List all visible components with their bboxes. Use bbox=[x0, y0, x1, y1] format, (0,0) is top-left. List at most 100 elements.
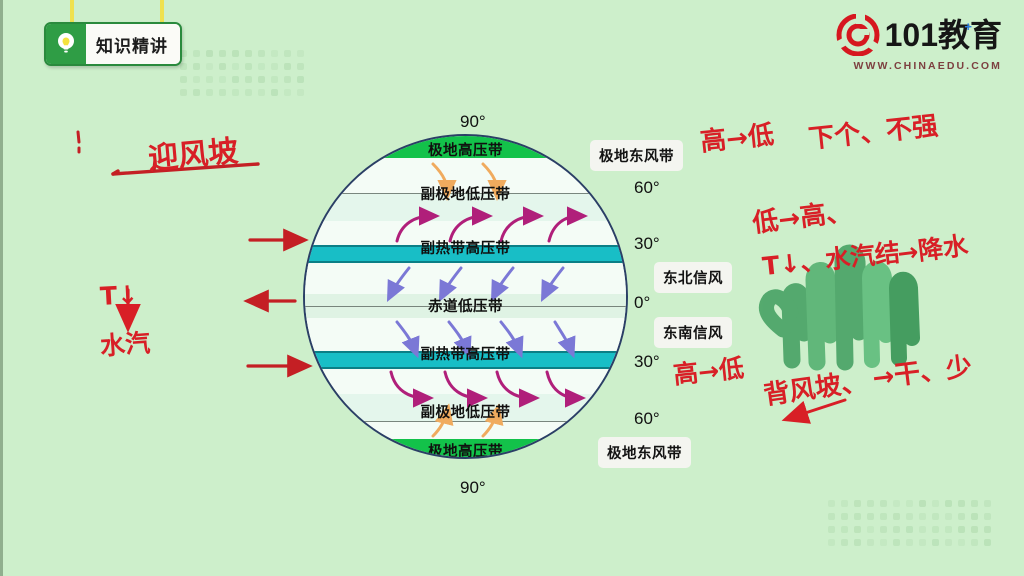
decoration-dot bbox=[284, 63, 291, 70]
label-subtropical-high-north: 副热带高压带 bbox=[305, 237, 626, 258]
decoration-dot bbox=[945, 500, 952, 507]
decoration-dot bbox=[958, 500, 965, 507]
decoration-dot bbox=[193, 89, 200, 96]
decoration-dot bbox=[854, 500, 861, 507]
wind-belt-southeast-trades: 东南信风 bbox=[654, 317, 732, 348]
decoration-dot bbox=[245, 63, 252, 70]
logo-url: WWW.CHINAEDU.COM bbox=[836, 60, 1002, 72]
decoration-dot bbox=[893, 539, 900, 546]
lat-tick-equator: 0° bbox=[634, 293, 650, 313]
annotation-windward-slope: 迎风坡 bbox=[146, 126, 239, 178]
decoration-dot bbox=[984, 526, 991, 533]
decoration-dot bbox=[206, 76, 213, 83]
decoration-dot bbox=[180, 89, 187, 96]
logo-brand-text: 101教育 + bbox=[885, 19, 1002, 51]
decoration-dot bbox=[271, 76, 278, 83]
decoration-dot bbox=[297, 63, 304, 70]
decoration-dot bbox=[219, 50, 226, 57]
brand-logo: 101教育 + WWW.CHINAEDU.COM bbox=[836, 14, 1002, 72]
decoration-dot bbox=[867, 500, 874, 507]
lat-tick-top-90: 90° bbox=[460, 112, 486, 132]
decoration-dot bbox=[945, 513, 952, 520]
annotation-leeward-slope: 背风坡、 bbox=[761, 361, 869, 412]
decoration-dot bbox=[984, 513, 991, 520]
decoration-dot bbox=[919, 539, 926, 546]
decoration-dot bbox=[867, 539, 874, 546]
decoration-dot bbox=[867, 526, 874, 533]
decoration-dot bbox=[206, 89, 213, 96]
label-subpolar-low-south: 副极地低压带 bbox=[305, 401, 626, 422]
annotation-to-precipitation: →降水 bbox=[895, 226, 970, 270]
decoration-dot bbox=[971, 526, 978, 533]
label-subtropical-high-south: 副热带高压带 bbox=[305, 343, 626, 364]
lat-tick-south-60: 60° bbox=[634, 409, 660, 429]
decoration-dot bbox=[284, 50, 291, 57]
annotation-water-vapor-left: 水汽 bbox=[99, 323, 151, 362]
annotation-descend-not-strong: 下个、不强 bbox=[806, 105, 939, 155]
label-subpolar-low-north: 副极地低压带 bbox=[305, 183, 626, 204]
decoration-dot bbox=[245, 89, 252, 96]
decoration-dot bbox=[232, 76, 239, 83]
decoration-dot bbox=[271, 63, 278, 70]
decoration-dot bbox=[219, 63, 226, 70]
annotation-low-to-high: 低→高、 bbox=[750, 191, 854, 240]
decoration-dot bbox=[232, 63, 239, 70]
band-filler-s2 bbox=[303, 369, 628, 394]
wind-belt-polar-easterlies-south: 极地东风带 bbox=[598, 437, 691, 468]
decoration-dot bbox=[958, 526, 965, 533]
decoration-dot bbox=[958, 513, 965, 520]
decoration-dot bbox=[297, 76, 304, 83]
decoration-dot bbox=[271, 89, 278, 96]
decoration-dot bbox=[180, 76, 187, 83]
badge-label: 知识精讲 bbox=[86, 24, 180, 64]
decoration-dot bbox=[854, 526, 861, 533]
decoration-dot bbox=[971, 500, 978, 507]
decoration-dot bbox=[932, 500, 939, 507]
annotation-high-to-low-mid: 高→低 bbox=[671, 348, 745, 391]
lat-tick-north-60: 60° bbox=[634, 178, 660, 198]
decoration-dot bbox=[932, 539, 939, 546]
annotation-dry-little: →干、少 bbox=[870, 346, 974, 395]
green-mountain-scribble bbox=[766, 253, 912, 362]
decoration-dot bbox=[841, 539, 848, 546]
decoration-dot bbox=[984, 539, 991, 546]
decoration-dot bbox=[284, 76, 291, 83]
badge-string-left bbox=[70, 0, 74, 24]
label-polar-high-north: 极地高压带 bbox=[305, 139, 626, 160]
decoration-dot bbox=[880, 539, 887, 546]
decoration-dot bbox=[971, 513, 978, 520]
decoration-dot bbox=[932, 526, 939, 533]
left-edge-strip bbox=[0, 0, 3, 576]
decoration-dot bbox=[206, 50, 213, 57]
decoration-dot bbox=[919, 526, 926, 533]
windward-slope-underline bbox=[113, 161, 258, 174]
decoration-dot bbox=[232, 89, 239, 96]
decoration-dot bbox=[828, 539, 835, 546]
decoration-dot bbox=[945, 539, 952, 546]
decoration-dot bbox=[828, 526, 835, 533]
decoration-dot bbox=[219, 89, 226, 96]
wind-belt-northeast-trades: 东北信风 bbox=[654, 262, 732, 293]
decoration-dot bbox=[258, 76, 265, 83]
label-equatorial-low: 赤道低压带 bbox=[305, 295, 626, 316]
decoration-dot bbox=[258, 89, 265, 96]
annotation-temp-drop-left: T↓ bbox=[99, 280, 138, 311]
decoration-dot bbox=[893, 513, 900, 520]
band-filler-s1 bbox=[303, 422, 628, 439]
badge-string-right bbox=[160, 0, 164, 24]
decoration-dot bbox=[841, 526, 848, 533]
header-badge: 知识精讲 bbox=[44, 0, 204, 62]
leeward-slope-underline-arrow bbox=[793, 400, 845, 417]
decoration-dot bbox=[867, 513, 874, 520]
decoration-dot bbox=[880, 526, 887, 533]
decoration-dot bbox=[297, 89, 304, 96]
lightbulb-icon bbox=[46, 24, 86, 64]
decoration-dot bbox=[232, 50, 239, 57]
decoration-dot bbox=[906, 526, 913, 533]
lat-tick-north-30: 30° bbox=[634, 234, 660, 254]
decoration-dot bbox=[284, 89, 291, 96]
logo-mark-icon bbox=[836, 14, 880, 56]
band-filler-n3 bbox=[303, 263, 628, 294]
decoration-dot bbox=[919, 500, 926, 507]
